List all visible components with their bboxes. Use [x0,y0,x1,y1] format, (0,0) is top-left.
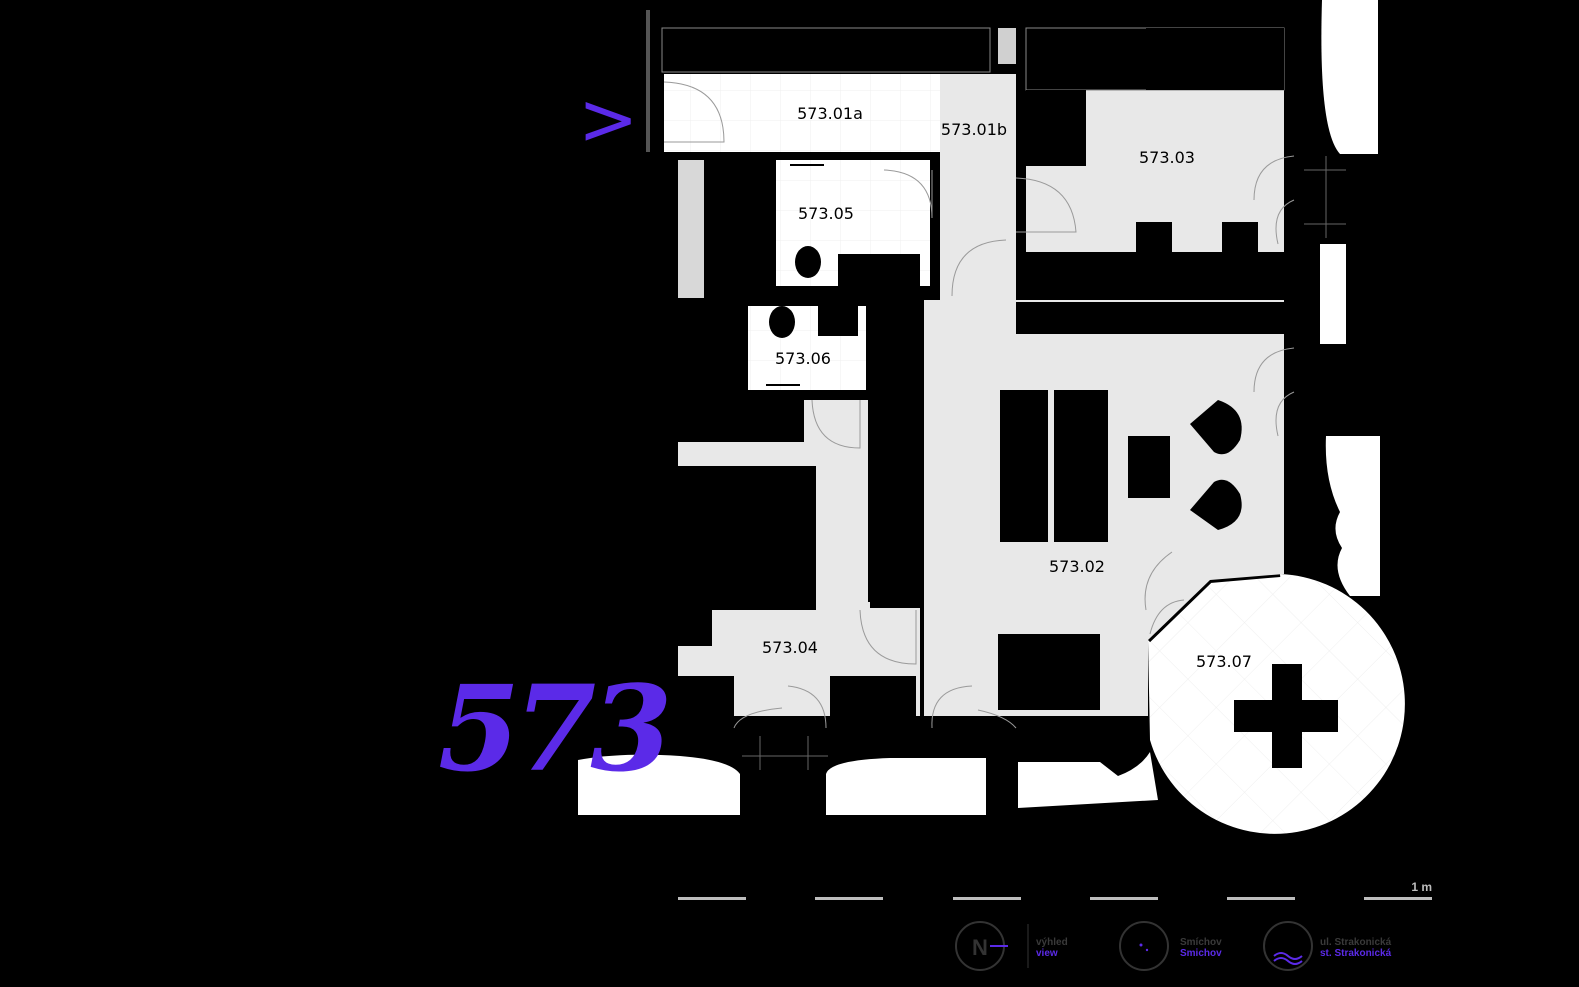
pillar-cross [1234,664,1338,768]
smichov-map-icon [1119,921,1169,971]
scale-bar: 1 m [678,880,1432,900]
north-compass-icon: N [955,921,1008,971]
legend-view-cz: výhled [1036,937,1068,948]
walls [646,10,1285,752]
room-label-573-02: 573.02 [1049,557,1105,576]
north-letter: N [972,935,988,960]
legend-view-en: view [1036,948,1058,959]
unit-number: 573 [438,659,668,798]
legend-smichov-en: Smichov [1180,948,1222,959]
legend-street-en: st. Strakonická [1320,948,1392,959]
scale-label: 1 m [1411,880,1432,894]
floor-areas [664,70,1284,716]
room-label-573-04: 573.04 [762,638,818,657]
legend-smichov-cz: Smíchov [1180,937,1222,948]
furniture [766,164,1258,710]
doors [663,81,1346,770]
room-label-573-06: 573.06 [775,349,831,368]
legend: N výhled view Smíchov Smichov ul. Strako… [955,921,1392,971]
entrance-arrow-icon: > [578,77,638,161]
legend-street-cz: ul. Strakonická [1320,937,1392,948]
room-label-573-01a: 573.01a [797,104,863,123]
room-label-573-07: 573.07 [1196,652,1252,671]
street-wave-icon [1263,921,1313,971]
exterior-shapes [578,0,1380,815]
room-573-07-area [1145,571,1405,834]
room-label-573-05: 573.05 [798,204,854,223]
room-label-573-01b: 573.01b [941,120,1007,139]
room-label-573-03: 573.03 [1139,148,1195,167]
room-labels: 573.01a 573.01b 573.02 573.03 573.04 573… [762,104,1252,671]
